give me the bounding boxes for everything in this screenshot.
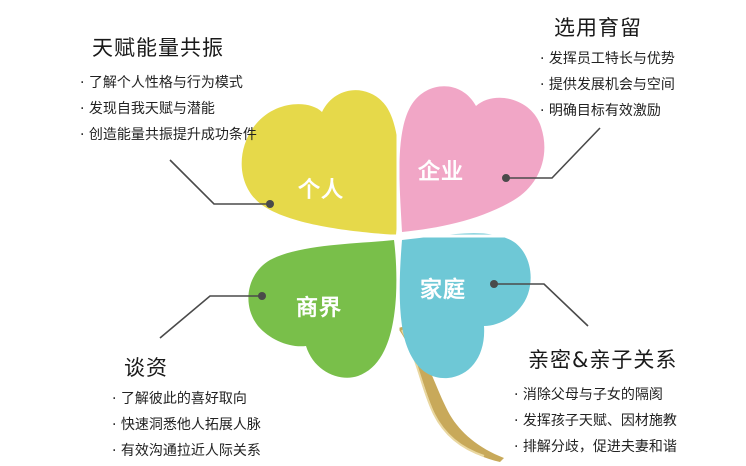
- petal-business: [248, 240, 397, 378]
- section-talent: 天赋能量共振: [92, 32, 224, 62]
- connector-dot-negotiation: [258, 292, 266, 300]
- petal-label-business: 商界: [296, 296, 343, 321]
- list-item: 排解分歧，促进夫妻和谐: [514, 434, 677, 460]
- connector-dot-develop: [502, 174, 510, 182]
- list-item: 快速洞悉他人拓展人脉: [112, 412, 261, 438]
- list-item: 创造能量共振提升成功条件: [80, 122, 257, 148]
- connector-dot-talent: [266, 200, 274, 208]
- list-item: 发挥孩子天赋、因材施教: [514, 408, 677, 434]
- list-item: 消除父母与子女的隔阂: [514, 382, 677, 408]
- section-title-talent: 天赋能量共振: [92, 36, 224, 60]
- connector-family: [494, 283, 589, 327]
- section-negotiation: 谈资: [124, 352, 168, 382]
- section-family: 亲密&亲子关系: [528, 344, 677, 374]
- section-title-negotiation: 谈资: [124, 356, 168, 380]
- list-negotiation: 了解彼此的喜好取向 快速洞悉他人拓展人脉 有效沟通拉近人际关系: [112, 386, 261, 464]
- connector-negotiation: [159, 295, 262, 339]
- section-title-family: 亲密&亲子关系: [528, 348, 678, 372]
- list-talent: 了解个人性格与行为模式 发现自我天赋与潜能 创造能量共振提升成功条件: [80, 70, 257, 148]
- list-item: 明确目标有效激励: [540, 98, 675, 124]
- connector-develop: [506, 127, 601, 179]
- petal-personal: [241, 90, 400, 235]
- list-item: 有效沟通拉近人际关系: [112, 438, 261, 464]
- list-item: 发挥员工特长与优势: [540, 46, 675, 72]
- list-item: 了解个人性格与行为模式: [80, 70, 257, 96]
- petal-label-personal: 个人: [298, 178, 345, 203]
- section-develop: 选用育留: [554, 12, 642, 42]
- petal-label-family: 家庭: [420, 278, 467, 303]
- section-title-develop: 选用育留: [554, 16, 642, 40]
- connector-talent: [169, 159, 270, 205]
- list-item: 发现自我天赋与潜能: [80, 96, 257, 122]
- connector-dot-family: [490, 280, 498, 288]
- list-item: 提供发展机会与空间: [540, 72, 675, 98]
- petal-enterprise: [399, 86, 545, 233]
- petal-family: [399, 233, 531, 379]
- list-develop: 发挥员工特长与优势 提供发展机会与空间 明确目标有效激励: [540, 46, 675, 124]
- list-family: 消除父母与子女的隔阂 发挥孩子天赋、因材施教 排解分歧，促进夫妻和谐: [514, 382, 677, 460]
- petal-label-enterprise: 企业: [418, 160, 465, 185]
- list-item: 了解彼此的喜好取向: [112, 386, 261, 412]
